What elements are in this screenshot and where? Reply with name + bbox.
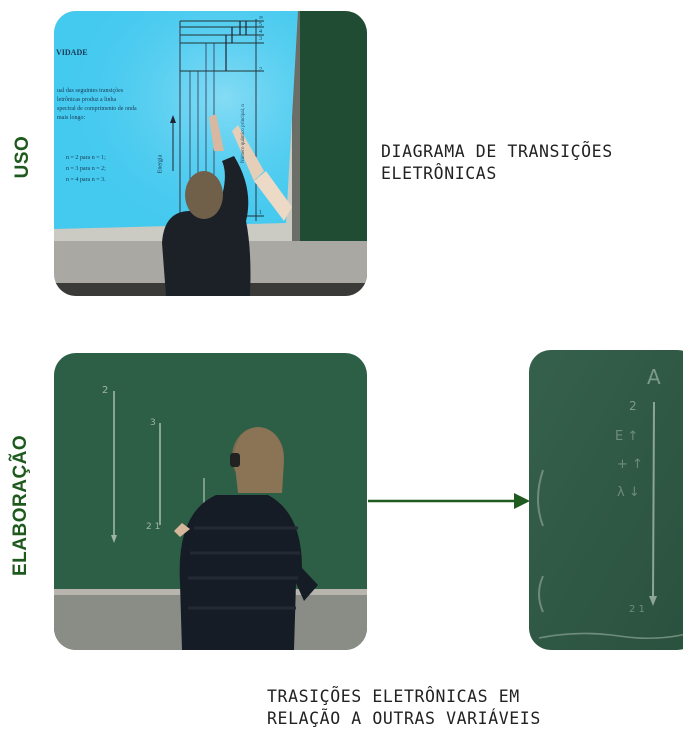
slide-level-label: ∞: [259, 15, 264, 21]
caption-elaboracao: TRASIÇÕES ELETRÔNICAS EM RELAÇÃO A OUTRA…: [267, 687, 541, 728]
slide-level-label: 5: [259, 22, 262, 28]
slide-options: n = 2 para n = 1; n = 3 para n = 2; n = …: [66, 153, 146, 186]
slide-heading: VIDADE: [56, 48, 88, 57]
slide-option: n = 3 para n = 2;: [66, 166, 106, 172]
svg-text:E ↑: E ↑: [615, 429, 638, 444]
caption-uso: DIAGRAMA DE TRANSIÇÕES ELETRÔNICAS: [381, 142, 613, 183]
photo-slide-diagram: VIDADE ual das seguintes transições letr…: [54, 11, 367, 296]
svg-text:+ ↑: + ↑: [617, 457, 643, 472]
section-label-uso: USO: [12, 135, 33, 179]
slide-question-line: mais longo:: [57, 115, 86, 121]
svg-text:2 1: 2 1: [629, 604, 645, 615]
slide-axis-energy: Energia: [157, 154, 164, 174]
svg-text:A: A: [647, 365, 661, 389]
svg-text:2 1: 2 1: [146, 522, 160, 532]
slide-question-line: letrônicas produz a linha: [57, 97, 117, 103]
slide-question-line: ual das seguintes transições: [57, 88, 124, 94]
slide-level-label: 1: [259, 210, 262, 216]
slide-level-labels: ∞ 5 4 3 2 1: [259, 15, 263, 217]
slide-question-line: spectral de comprimento de onda: [57, 106, 137, 112]
section-label-elaboracao: ELABORAÇÃO: [10, 434, 31, 576]
svg-text:2: 2: [629, 399, 637, 413]
slide-question: ual das seguintes transições letrônicas …: [57, 87, 147, 123]
connector-arrow: [368, 493, 530, 509]
photo-chalkboard-teacher: 2 3 2 1: [54, 353, 367, 650]
slide-level-label: 4: [259, 29, 262, 35]
photo-chalkboard-closeup: A 2 E ↑ + ↑ λ ↓ 2 1: [529, 350, 683, 650]
slide-level-label: 2: [259, 67, 262, 73]
slide-option: n = 2 para n = 1;: [66, 155, 106, 161]
slide-axis-quantum: Número quântico principal, n: [240, 104, 246, 163]
slide-option: n = 4 para n = 3.: [66, 177, 106, 183]
svg-text:2: 2: [102, 385, 108, 396]
svg-text:λ ↓: λ ↓: [617, 485, 640, 500]
svg-text:3: 3: [150, 418, 156, 428]
slide-level-label: 3: [259, 36, 262, 42]
